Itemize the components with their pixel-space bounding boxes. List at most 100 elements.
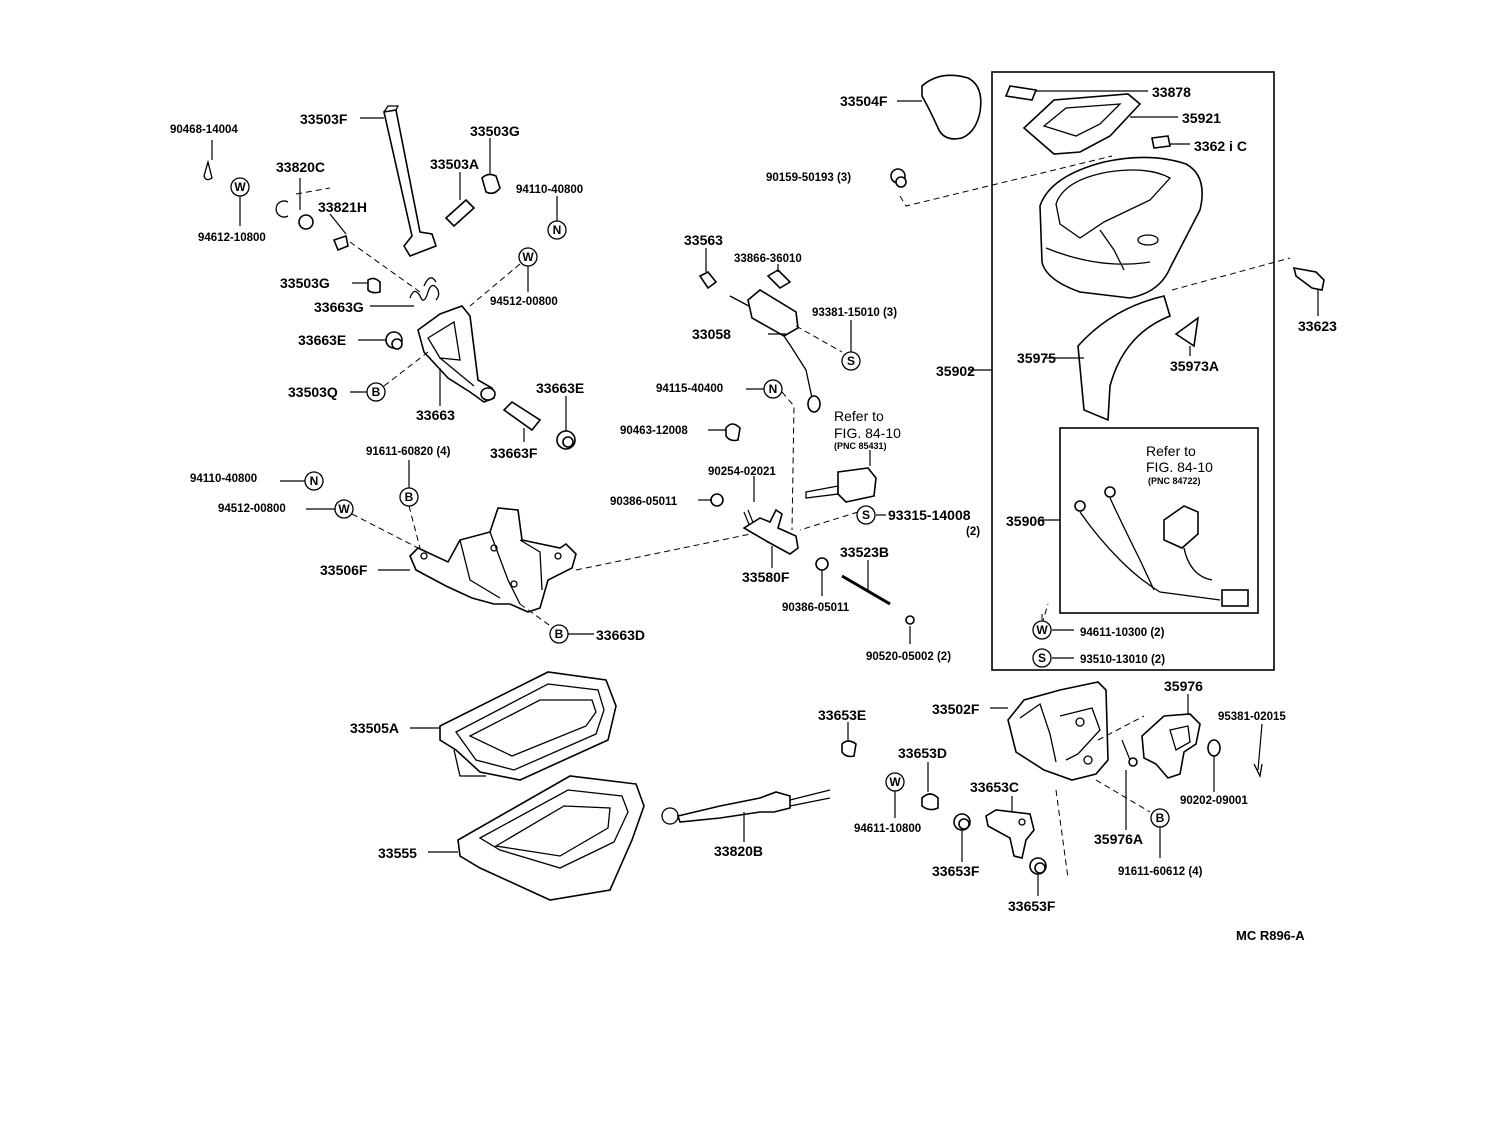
label-33663F: 33663F [490,445,538,461]
svg-text:W: W [889,775,901,789]
svg-text:W: W [522,250,534,264]
label-35976: 35976 [1164,678,1203,694]
diagram-code: MC R896-A [1236,928,1305,943]
label-94110-left: 94110-40800 [190,473,257,485]
pin-90468 [203,159,213,181]
svg-text:B: B [555,627,564,641]
label-33058: 33058 [692,326,731,342]
label-90463: 90463-12008 [620,425,688,437]
ref2-line1: Refer to [1146,443,1196,459]
label-90468: 90468-14004 [170,124,238,136]
label-33653C: 33653C [970,779,1019,795]
indicator-plate-35921 [1022,93,1142,155]
cable-33820B [676,791,791,823]
bushing-33653D [921,793,939,811]
label-33505A: 33505A [350,720,399,736]
symbol-s-93315 [856,505,876,525]
ref1-line2: FIG. 84-10 [834,425,901,441]
clip-90520 [905,615,915,625]
washer-90202 [1207,739,1221,757]
svg-text:B: B [405,490,414,504]
label-33663E-left: 33663E [298,332,346,348]
label-33663E-right: 33663E [536,380,584,396]
label-90386-top: 90386-05011 [610,496,678,508]
label-33653F-right: 33653F [1008,898,1056,914]
clip-33621C [1151,135,1171,149]
label-33502F: 33502F [932,701,980,717]
bushing-33503G-top [481,173,501,195]
label-94612: 94612-10800 [198,232,266,244]
label-33506F: 33506F [320,562,368,578]
svg-text:W: W [1036,623,1048,637]
cable-end-33820B [661,807,679,825]
label-33820B: 33820B [714,843,763,859]
svg-text:S: S [862,508,870,522]
label-33523B: 33523B [840,544,889,560]
plate-33878 [1004,85,1038,101]
label-93381: 93381-15010 (3) [812,307,897,319]
gate-cover-35975 [1077,295,1171,422]
spring-33663G [409,284,440,301]
wire-harness-35906 [1079,511,1221,601]
clip-33866 [766,268,792,290]
label-33821H: 33821H [318,199,367,215]
switch-35906 [1163,505,1199,549]
svg-text:S: S [847,354,855,368]
lever-33653C [985,809,1035,859]
symbol-w-94611 [1032,620,1052,640]
label-33663G: 33663G [314,299,364,315]
label-35976A: 35976A [1094,831,1143,847]
label-33623: 33623 [1298,318,1337,334]
label-33866: 33866-36010 [734,253,802,265]
label-33663: 33663 [416,407,455,423]
ref2-line2: FIG. 84-10 [1146,459,1213,475]
label-93315: 93315-14008 [888,507,971,523]
ref2-pnc: (PNC 84722) [1148,476,1201,486]
pin-33563 [698,270,718,290]
bracket-33663 [417,305,495,403]
lever-33580F [742,508,799,555]
shift-knob-33504F [921,74,982,140]
label-33503Q: 33503Q [288,384,338,400]
svg-text:W: W [338,502,350,516]
label-94110-top: 94110-40800 [516,184,583,196]
svg-text:B: B [372,385,381,399]
ref1-line1: Refer to [834,408,884,424]
label-33663D: 33663D [596,627,645,643]
label-33580F: 33580F [742,569,790,585]
label-94115: 94115-40400 [656,383,723,395]
label-33555: 33555 [378,845,417,861]
label-33503G: 33503G [280,275,330,291]
bushing-33821H [332,234,349,252]
rod-33523B [841,574,891,606]
label-33503G-top: 33503G [470,123,520,139]
label-90520: 90520-05002 (2) [866,651,951,663]
svg-text:N: N [553,223,562,237]
label-33621C: 3362 i C [1194,138,1247,154]
label-33503F: 33503F [300,111,348,127]
label-35973A: 35973A [1170,358,1219,374]
label-33878: 33878 [1152,84,1191,100]
pin-33663F [502,400,542,432]
label-94512-left: 94512-00800 [218,503,286,515]
label-33653E: 33653E [818,707,866,723]
pin-35976A [1128,757,1138,767]
bracket-33506F [409,507,577,613]
svg-text:W: W [234,180,246,194]
bushing-33503G [367,277,381,294]
plate-33505A [439,671,617,781]
label-33504F: 33504F [840,93,888,109]
label-94512-top: 94512-00800 [490,296,558,308]
label-93315-qty: (2) [966,526,980,538]
label-35975: 35975 [1017,350,1056,366]
housing-upper [1039,156,1203,299]
clip-33820C [275,200,289,218]
clip-90463 [725,423,741,442]
label-93510: 93510-13010 (2) [1080,654,1165,666]
label-91611-60820: 91611-60820 (4) [366,446,451,458]
label-33653D: 33653D [898,745,947,761]
nut-33653E [841,740,857,758]
clip-35973A [1174,316,1200,348]
screw-33623 [1292,266,1325,291]
